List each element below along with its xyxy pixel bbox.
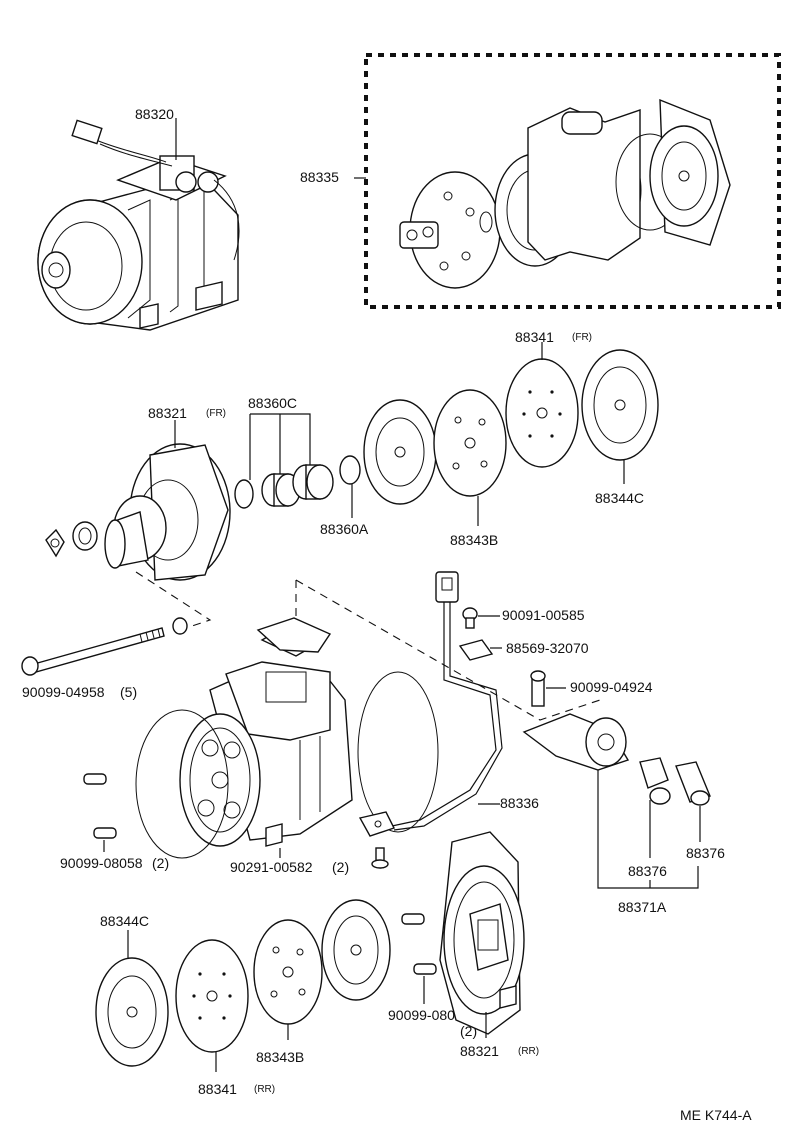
through-bolt-illustration (21, 617, 188, 676)
kit-88335-illustration (399, 98, 731, 289)
alignment-line-left (135, 571, 212, 629)
label-90291-00582: 90291-00582 (230, 859, 313, 875)
bolt-90291-illustration (371, 847, 389, 869)
kit-88335-boundary (364, 53, 781, 309)
cylinder-block-illustration (135, 623, 439, 859)
label-88344c-top: 88344C (595, 490, 644, 506)
suffix-88341-fr: (FR) (572, 332, 592, 343)
label-88376-right: 88376 (686, 845, 725, 861)
label-88321-fr: 88321 (148, 405, 187, 421)
label-88321-rr: 88321 (460, 1043, 499, 1059)
label-90099-08058-right: 90099-08058 (388, 1007, 471, 1023)
suffix-88321-fr: (FR) (206, 408, 226, 419)
pin-lower-illustration (93, 827, 117, 839)
qty-90291-00582: (2) (332, 859, 349, 875)
label-88569-32070: 88569-32070 (506, 640, 589, 656)
label-90099-08058-left: 90099-08058 (60, 855, 143, 871)
label-88336: 88336 (500, 795, 539, 811)
label-88376-left: 88376 (628, 863, 667, 879)
compressor-assembly-illustration (37, 119, 240, 331)
front-housing-88321-illustration (104, 443, 231, 581)
suffix-88321-rr: (RR) (518, 1046, 539, 1057)
gasket-illustration (256, 617, 332, 653)
label-88335: 88335 (300, 169, 339, 185)
label-88341-rr: 88341 (198, 1081, 237, 1097)
magnetic-valve-88371a-illustration (522, 713, 711, 806)
thermal-sensor-harness-illustration (358, 571, 503, 837)
label-88360c: 88360C (248, 395, 297, 411)
pin-upper-illustration (83, 773, 107, 785)
diagram-code: ME K744-A (680, 1107, 752, 1123)
suffix-88341-rr: (RR) (254, 1084, 275, 1095)
label-90091-00585: 90091-00585 (502, 607, 585, 623)
label-88343b-top: 88343B (450, 532, 498, 548)
label-88343b-bottom: 88343B (256, 1049, 304, 1065)
alignment-line-right (295, 579, 601, 721)
label-88360a: 88360A (320, 521, 369, 537)
label-88344c-bottom: 88344C (100, 913, 149, 929)
pin-right-upper-illustration (401, 913, 425, 925)
label-88371a: 88371A (618, 899, 667, 915)
valve-plates-middle-illustration (363, 349, 659, 505)
bolt-90099-04924-illustration (530, 670, 546, 707)
label-90099-04958: 90099-04958 (22, 684, 105, 700)
qty-90099-04958: (5) (120, 684, 137, 700)
qty-90099-08058-left: (2) (152, 855, 169, 871)
clamp-88569-illustration (458, 639, 494, 661)
pin-right-lower-illustration (413, 963, 437, 975)
rear-housing-88321-illustration (439, 831, 525, 1035)
rings-88360c-illustration (234, 464, 334, 509)
label-90099-04924: 90099-04924 (570, 679, 653, 695)
valve-plates-bottom-illustration (95, 899, 391, 1067)
screw-90091-illustration (462, 607, 478, 629)
label-88341-fr: 88341 (515, 329, 554, 345)
washers-left-illustration (45, 521, 98, 558)
label-88320: 88320 (135, 106, 174, 122)
snap-ring-88360a-illustration (339, 455, 361, 485)
